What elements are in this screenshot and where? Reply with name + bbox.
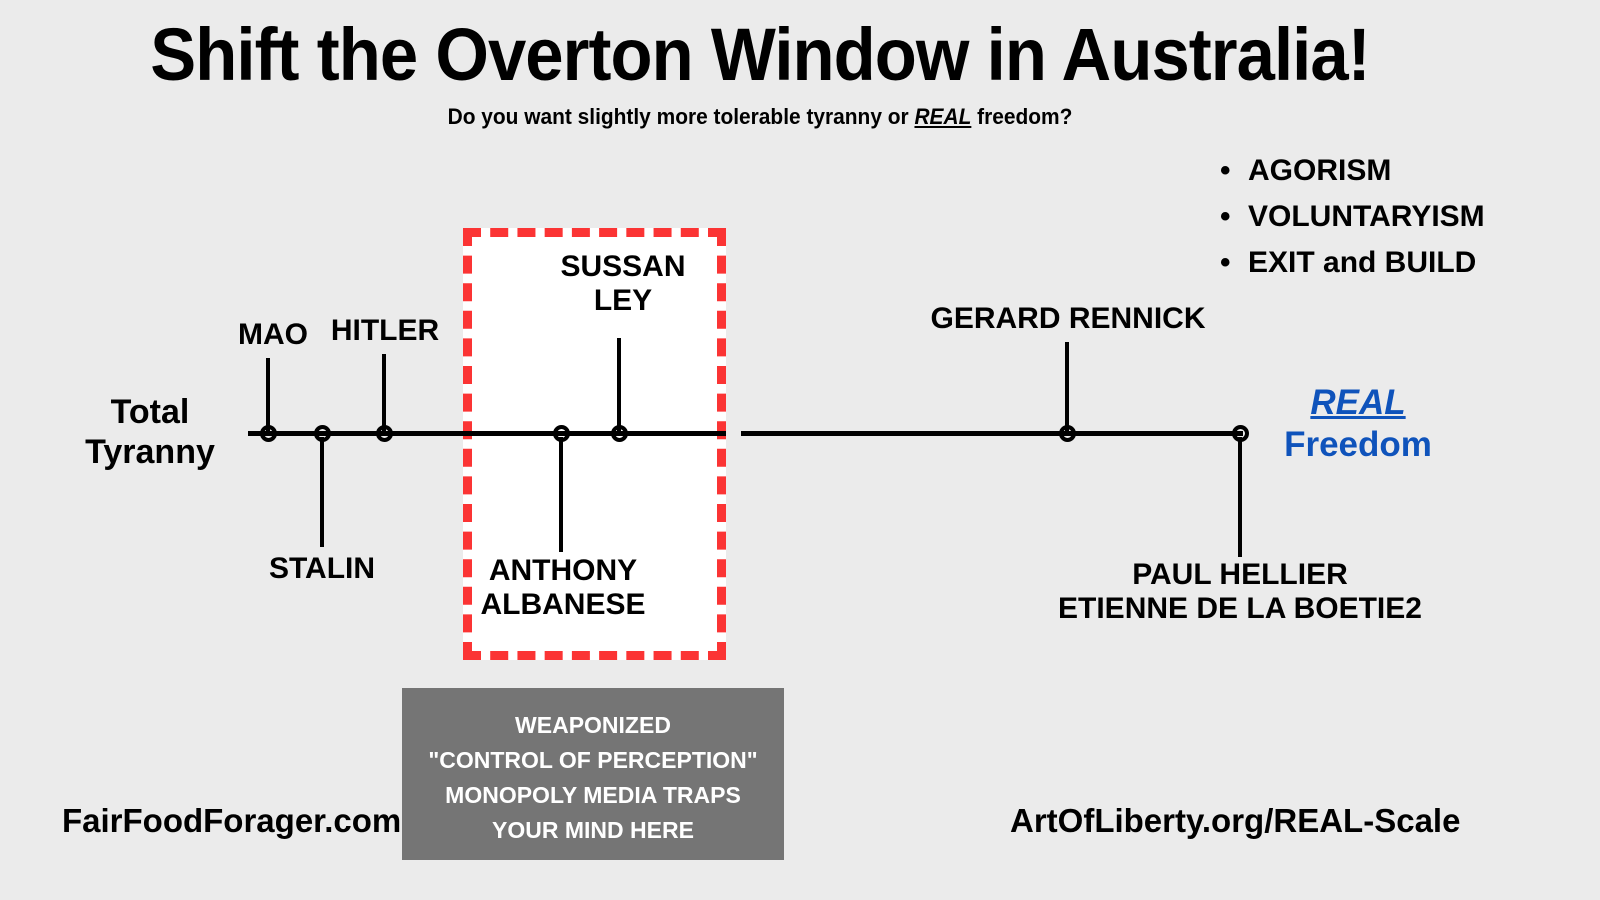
page-subtitle: Do you want slightly more tolerable tyra… <box>38 104 1482 130</box>
media-box-line-1: WEAPONIZED <box>515 712 671 738</box>
media-box-line-3: MONOPOLY MEDIA TRAPS <box>445 782 741 808</box>
page-title: Shift the Overton Window in Australia! <box>150 13 1370 96</box>
left-anchor-line1: Total <box>110 393 190 431</box>
footer-left-url[interactable]: FairFoodForager.com <box>62 802 402 839</box>
scale-point-label: GERARD RENNICK <box>930 302 1206 335</box>
scale-point-label: HITLER <box>330 314 440 347</box>
marker-stem <box>266 358 270 432</box>
philosophy-bullet-list: AGORISM VOLUNTARYISM EXIT and BUILD <box>1218 148 1485 286</box>
marker-stem <box>559 437 563 552</box>
media-box-line-2: "CONTROL OF PERCEPTION" <box>428 747 758 773</box>
scale-marker[interactable] <box>259 425 277 442</box>
axis-line-segment <box>248 431 726 436</box>
scale-point-label: SUSSAN LEY <box>560 250 686 317</box>
footer-right-url[interactable]: ArtOfLiberty.org/REAL-Scale <box>1010 802 1461 839</box>
right-anchor-freedom: Freedom <box>1284 425 1432 464</box>
bullet-label: EXIT and BUILD <box>1248 246 1477 279</box>
right-anchor-emphasis-real: REAL <box>1310 383 1406 422</box>
scale-point-label: MAO <box>238 318 308 351</box>
bullet-label: AGORISM <box>1248 154 1392 187</box>
subtitle-text-before: Do you want slightly more tolerable tyra… <box>447 104 915 129</box>
scale-point-label: ANTHONY ALBANESE <box>480 554 646 621</box>
bullet-label: VOLUNTARYISM <box>1248 200 1485 233</box>
axis-line-segment <box>741 431 1243 436</box>
scale-marker[interactable] <box>1058 425 1076 442</box>
list-item: AGORISM <box>1220 148 1485 194</box>
subtitle-text-after: freedom? <box>971 104 1073 129</box>
scale-marker[interactable] <box>1231 425 1249 442</box>
overton-window-box <box>463 228 726 660</box>
list-item: EXIT and BUILD <box>1220 240 1485 286</box>
scale-marker[interactable] <box>375 425 393 442</box>
scale-marker[interactable] <box>552 425 570 442</box>
marker-stem <box>617 338 621 432</box>
marker-stem <box>320 437 324 547</box>
list-item: VOLUNTARYISM <box>1220 194 1485 240</box>
right-anchor-label: REAL Freedom <box>1258 382 1458 466</box>
scale-marker[interactable] <box>610 425 628 442</box>
marker-stem <box>382 354 386 432</box>
marker-stem <box>1065 342 1069 432</box>
marker-stem <box>1238 437 1242 557</box>
scale-point-label: STALIN <box>268 552 376 585</box>
scale-point-label: PAUL HELLIER ETIENNE DE LA BOETIE2 <box>1058 558 1422 625</box>
media-trap-box: WEAPONIZED "CONTROL OF PERCEPTION" MONOP… <box>402 688 784 860</box>
left-anchor-line2: Tyranny <box>85 433 215 472</box>
scale-marker[interactable] <box>313 425 331 442</box>
media-box-line-4: YOUR MIND HERE <box>492 817 694 843</box>
subtitle-emphasis-real: REAL <box>914 104 972 129</box>
left-anchor-label: Total Tyranny <box>60 392 240 472</box>
